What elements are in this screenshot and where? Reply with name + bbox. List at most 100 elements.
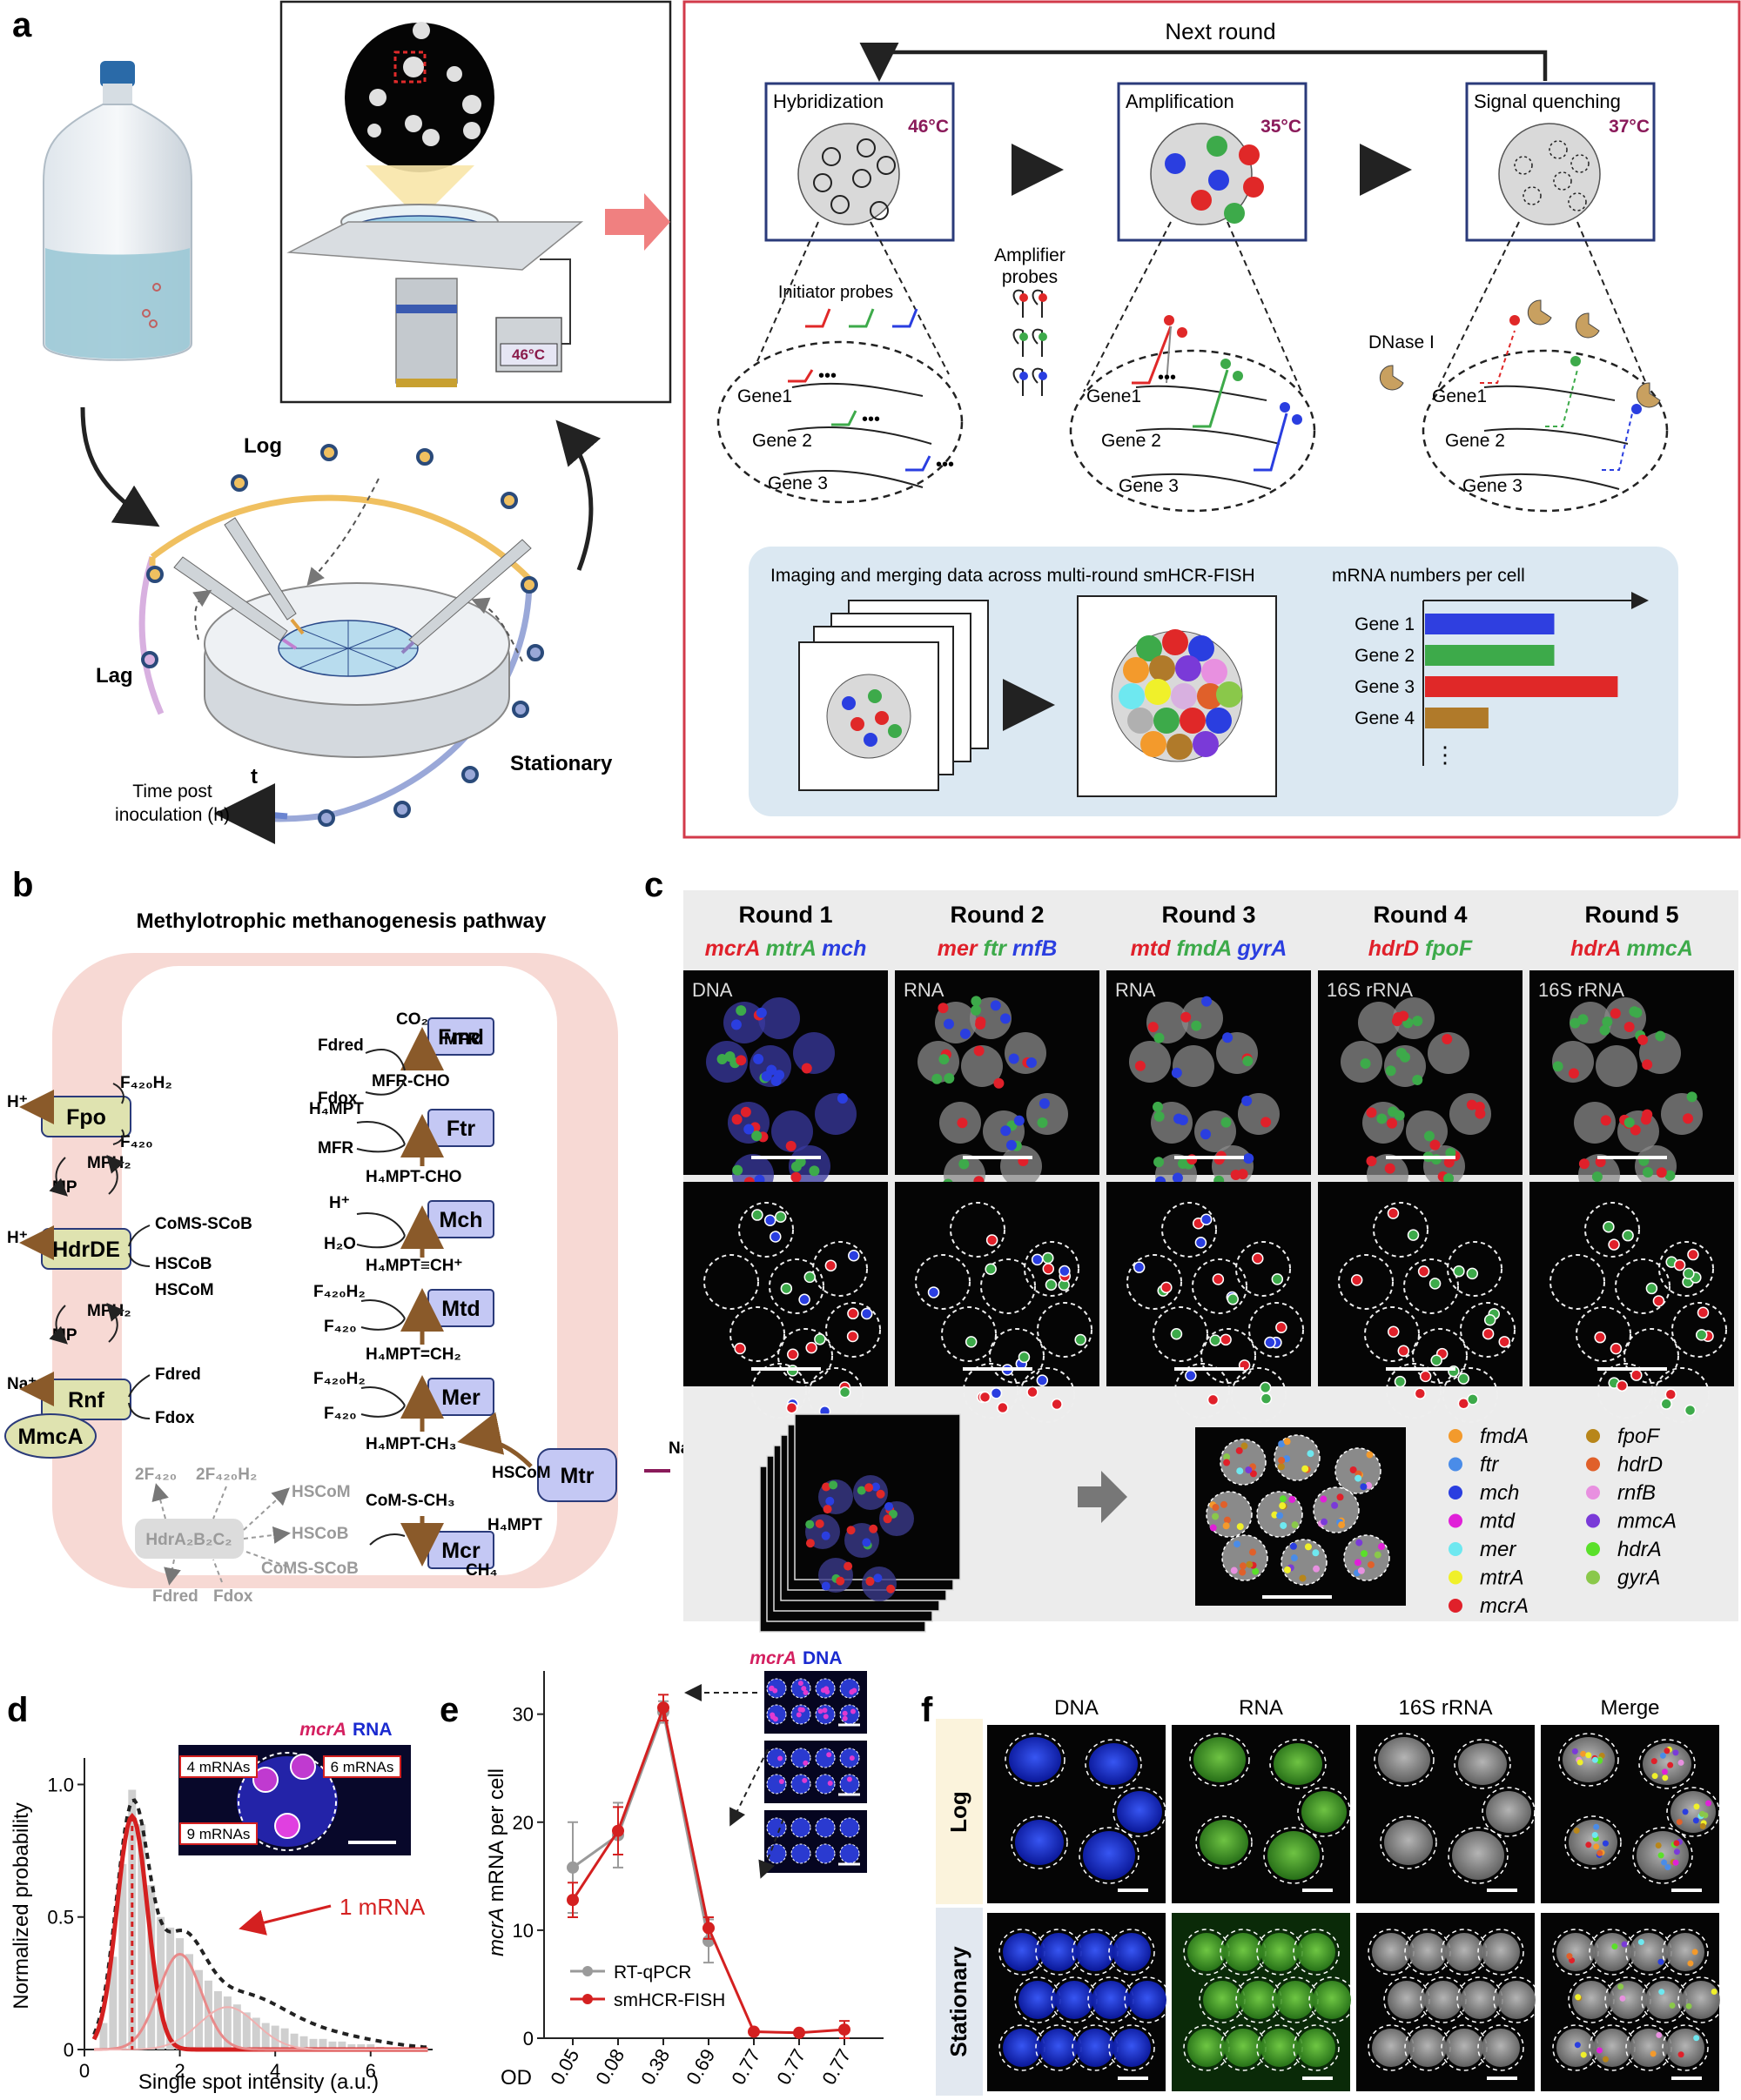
round-genes: mcrA mtrA mch [705,936,867,961]
mrna-spot [1209,1334,1221,1346]
mrna-spot [883,1514,892,1524]
mrna-spot [990,1000,1001,1011]
cell-outline [703,1254,759,1310]
mrna-spot [1580,2051,1587,2058]
mrna-spot [1331,1501,1339,1509]
legend-label: gyrA [1617,1567,1660,1590]
inset-gene-e: mcrA [750,1648,797,1668]
round-genes: mer ftr rnfB [938,936,1058,961]
legend-rtqpcr: RT-qPCR [614,1962,691,1983]
mrna-spot [1661,1859,1668,1866]
mrna-spot [1673,1848,1680,1855]
cell [793,1032,835,1074]
cell [1009,1737,1061,1782]
compound-coms-scob: CoMS-SCoB [261,1560,359,1578]
cell [1408,1933,1447,1971]
mrna-spot [1637,1034,1649,1045]
imaging-merge-area: Imaging and merging data across multi-ro… [749,547,1678,816]
micrograph [1529,1182,1734,1386]
compound-h4mpt-cho: H₄MPT-CHO [366,1168,461,1186]
mrna-spot [817,1708,823,1714]
compound-h4mpt-ch3: H₄MPT-CH₃ [366,1435,456,1453]
compound-ch4: CH₄ [466,1561,498,1580]
cell-outline [1174,1363,1230,1419]
mrna-spot [1237,1169,1248,1180]
inset-dna-e: DNA [803,1648,843,1668]
mrna-spot [1212,1273,1225,1285]
mrna-spot [1220,1117,1232,1128]
mrna-spot [1236,1523,1244,1531]
cell-outline [751,1363,807,1419]
row-label-stationary: Stationary [945,1946,971,2057]
mrna-spot [1573,1827,1580,1834]
enzyme-label: Mcr [441,1539,481,1563]
mrna-spot [849,1755,855,1761]
mrna-spot [1008,1053,1019,1064]
mrna-spot [1000,1125,1012,1137]
cell-outline [980,1258,1036,1314]
mrna-spot [1230,1567,1238,1574]
cell [853,1475,888,1510]
mrna-spot [763,1214,776,1227]
mrna-spot [827,1780,833,1786]
cell [815,1093,857,1135]
compound-mfr-cho: MFR-CHO [372,1072,450,1090]
mrna-spot [1349,1466,1357,1473]
hdr-complex [135,1519,244,1559]
legend-swatch [1449,1486,1462,1500]
round-title: Round 5 [1585,902,1679,928]
y-label-e: mcrA mRNA per cell [485,1768,508,1956]
cell-outline [1597,1363,1653,1419]
cell [815,1774,836,1795]
mrna-spot [1361,1550,1368,1558]
mrna-spot [1350,1274,1363,1286]
mrna-spot [1222,1522,1230,1530]
mrna-spot [1354,1474,1362,1482]
cell [1661,1093,1703,1135]
hist-bar [109,1956,118,2050]
cell [1635,1145,1677,1187]
mrna-spot [836,1576,845,1586]
cell-outline [1623,1328,1679,1384]
mrna-spot [761,1070,772,1082]
cell-outline [1161,1202,1217,1258]
mrna-spot [1630,1369,1643,1381]
mrna-spot [1252,1252,1264,1265]
mrna-spot [1059,1265,1071,1278]
y-tick-label: 20 [513,1812,534,1834]
compound-h4mpt-ch: H₄MPT≡CH⁺ [366,1257,462,1275]
mrna-spot [1692,1817,1699,1824]
cell-outline [1671,1302,1727,1358]
cell-outline [1124,1976,1171,2023]
merged-mrna-dot [1162,629,1188,655]
cell-outline [1558,1733,1619,1787]
mrna-spot [801,1686,807,1692]
cell [1003,1933,1041,1971]
mrna-numbers-title: mRNA numbers per cell [1332,566,1525,586]
mrna-spot [751,1209,763,1221]
mrna-spot [1631,1007,1643,1018]
compound-f420h2: F₄₂₀H₂ [313,1370,366,1388]
mrna-spot [1239,1562,1247,1570]
mrna-spot [1036,1374,1049,1386]
mrna-spot [1645,1282,1658,1295]
cell-outline [1037,1302,1092,1358]
mrna-spot [1025,1057,1037,1068]
gene-label: Gene 2 [752,431,812,451]
cell [1018,1981,1057,2019]
mrna-spot [837,1093,848,1104]
mrna-spot [1397,1345,1410,1357]
cell-outline [1403,1258,1459,1314]
legend-swatch [1449,1570,1462,1585]
mrna-spot [1568,1068,1579,1079]
mrna-spot [753,1053,764,1064]
column-header: Merge [1600,1696,1659,1720]
y-tick-label: 0 [64,2039,74,2061]
cell-outline [1662,2024,1709,2071]
mrna-spot [1591,1756,1598,1763]
stain-label: 16S rRNA [1538,979,1624,1001]
cell [1408,2029,1447,2067]
cell-outline [1126,1254,1182,1310]
mrna-spot [770,1714,776,1720]
cell [1240,1981,1278,2019]
